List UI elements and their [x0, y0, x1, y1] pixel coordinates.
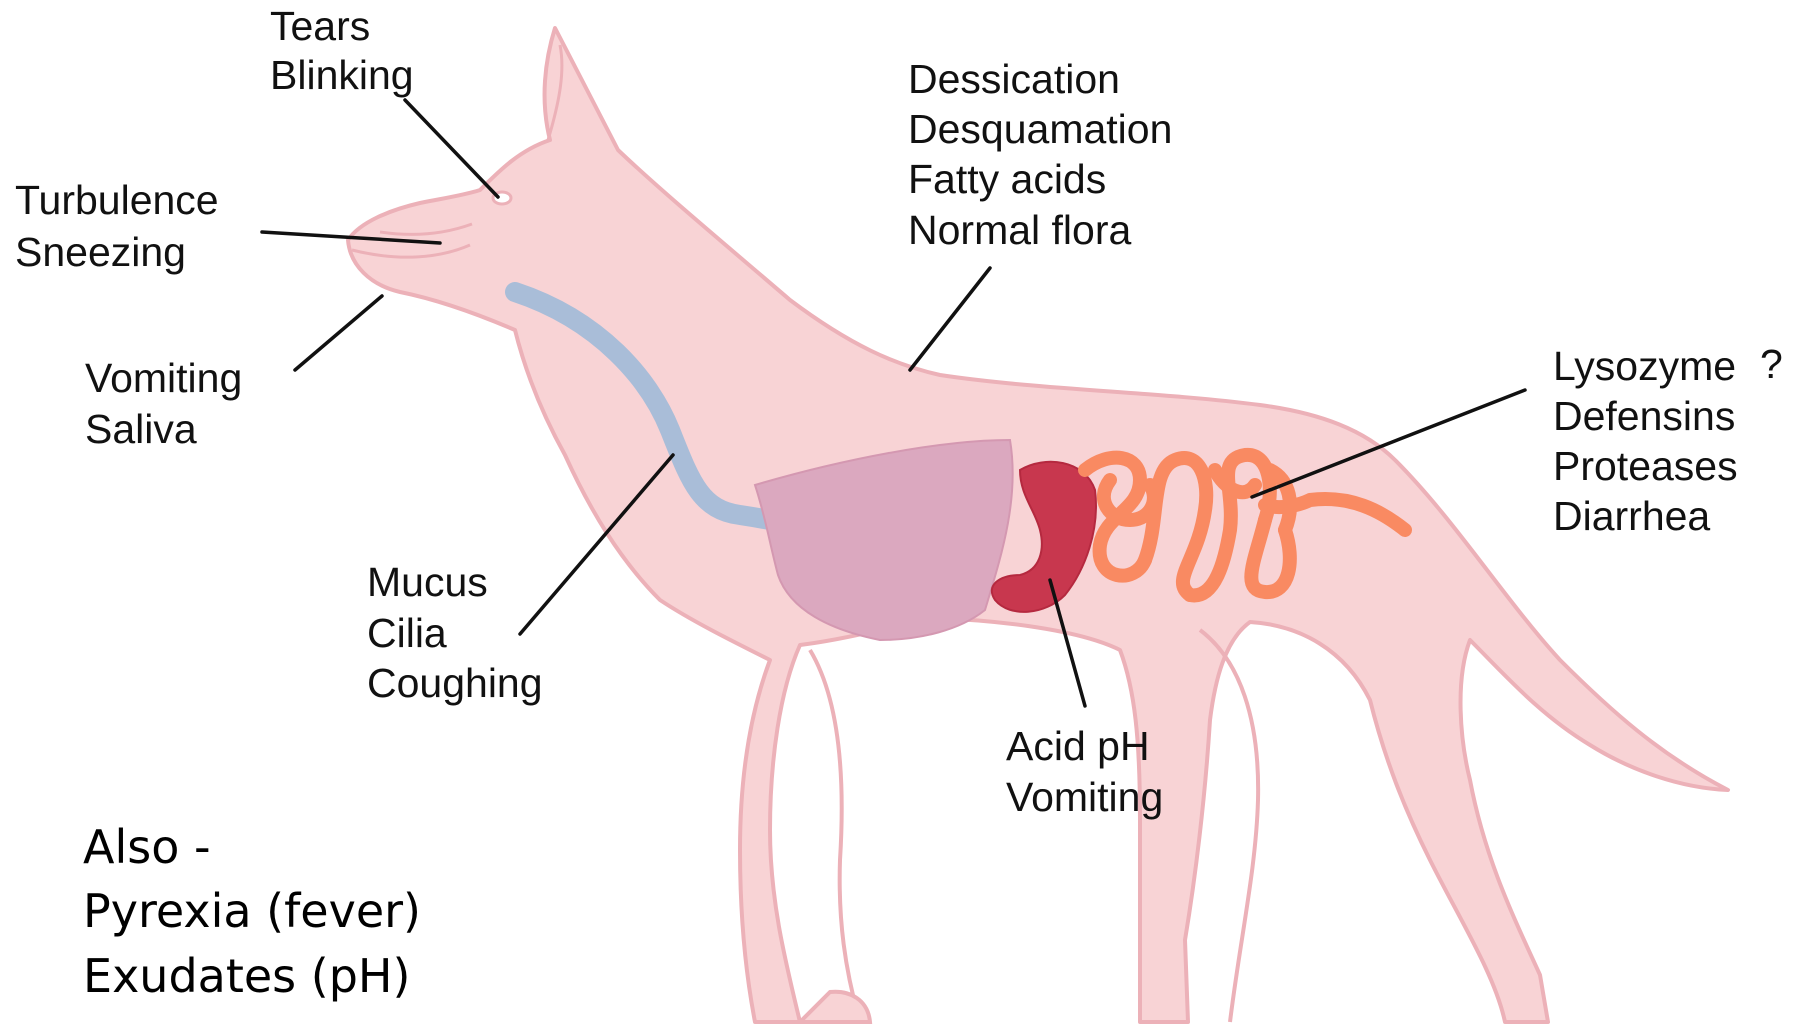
- also-note: Also - Pyrexia (fever) Exudates (pH): [83, 820, 436, 1003]
- label-eye-line: Blinking: [270, 52, 414, 98]
- label-skin: Dessication Desquamation Fatty acids Nor…: [908, 56, 1184, 253]
- label-stomach-line: Acid pH: [1006, 723, 1150, 769]
- label-skin-line: Normal flora: [908, 207, 1131, 253]
- leader-eye: [405, 100, 498, 197]
- label-nose-line: Turbulence: [15, 177, 219, 223]
- front-leg-contour: [810, 650, 860, 1022]
- label-nose: Turbulence Sneezing: [15, 177, 230, 275]
- label-intestine-line: Diarrhea: [1553, 493, 1710, 539]
- also-note-line: Also -: [83, 820, 211, 874]
- label-eye: Tears Blinking: [270, 3, 414, 98]
- label-intestine-line: Lysozyme: [1553, 343, 1736, 389]
- label-airway: Mucus Cilia Coughing: [367, 559, 543, 706]
- label-skin-line: Desquamation: [908, 106, 1172, 152]
- leader-mouth: [295, 296, 382, 370]
- front-paw: [800, 992, 870, 1022]
- label-intestine-query: ?: [1760, 341, 1783, 387]
- label-stomach-line: Vomiting: [1006, 774, 1163, 820]
- label-intestine-line: Proteases: [1553, 443, 1738, 489]
- label-nose-line: Sneezing: [15, 229, 186, 275]
- label-airway-line: Cilia: [367, 610, 447, 656]
- label-eye-line: Tears: [270, 3, 370, 49]
- label-skin-line: Fatty acids: [908, 156, 1106, 202]
- leader-skin: [910, 268, 990, 370]
- label-mouth-line: Saliva: [85, 406, 197, 452]
- also-note-line: Exudates (pH): [83, 949, 410, 1003]
- label-airway-line: Mucus: [367, 559, 488, 605]
- label-airway-line: Coughing: [367, 660, 543, 706]
- label-mouth-line: Vomiting: [85, 355, 242, 401]
- label-mouth: Vomiting Saliva: [85, 355, 254, 452]
- label-intestine: Lysozyme Defensins Proteases Diarrhea: [1553, 343, 1749, 539]
- also-note-line: Pyrexia (fever): [83, 884, 421, 938]
- label-intestine-line: Defensins: [1553, 393, 1735, 439]
- label-skin-line: Dessication: [908, 56, 1120, 102]
